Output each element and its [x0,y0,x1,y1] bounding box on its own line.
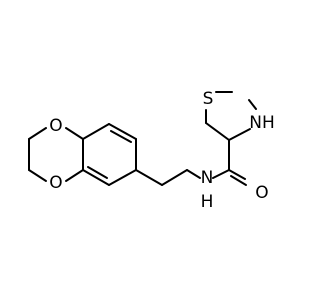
atom-label-amide-nitrogen: N [201,168,214,188]
bond [248,99,257,110]
bond [230,175,247,186]
atom-label-amide-hydrogen: H [201,192,214,212]
bond [228,169,246,180]
bond [82,123,110,140]
bond [205,122,230,141]
bond [212,169,230,179]
atom-label-oxygen: O [49,116,62,136]
bond [110,130,132,143]
bond [186,169,201,179]
bond [228,128,251,141]
atom-label-carbonyl-oxygen: O [255,183,268,203]
atom-labels: O O S NH O N H [49,89,274,212]
molecule-structure: O O S NH O N H [28,89,275,212]
bond [28,169,47,182]
atom-label-ring-nh: NH [249,113,275,133]
atom-label-sulfur: S [203,89,214,109]
bond [108,123,137,140]
bond [135,169,163,186]
bond [82,169,110,186]
structure-canvas: O O S NH O N H [28,89,275,212]
atom-label-oxygen: O [49,173,62,193]
bond [108,169,137,186]
bond [87,166,108,179]
bond [65,127,84,140]
bond [28,127,47,140]
bond [65,169,84,182]
bond [161,169,188,186]
bonds [28,91,257,186]
